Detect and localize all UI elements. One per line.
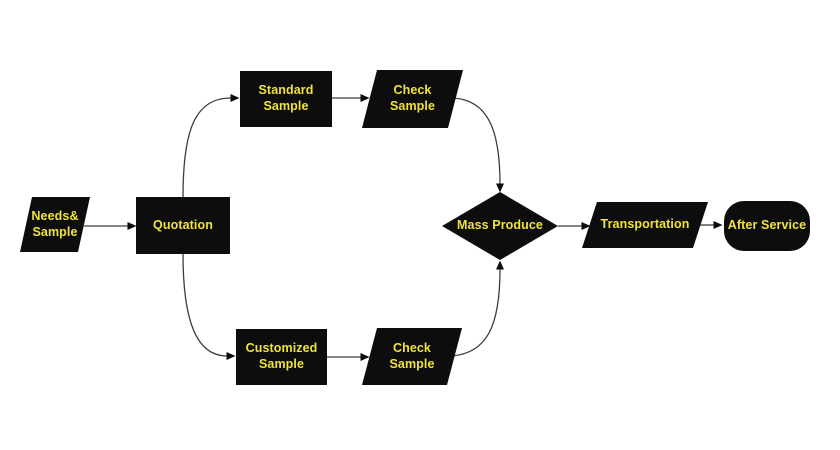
node-quotation: Quotation bbox=[136, 197, 230, 254]
edge-check-massproduce-bottom bbox=[451, 260, 504, 357]
edge-check-massproduce-top bbox=[452, 97, 504, 193]
edge-quotation-customized bbox=[182, 253, 236, 360]
node-check-sample-top: Check Sample bbox=[362, 70, 463, 128]
node-needs-sample: Needs& Sample bbox=[20, 197, 90, 252]
edge-quotation-standard bbox=[182, 94, 240, 198]
node-customized-sample: Customized Sample bbox=[236, 329, 327, 385]
node-transportation: Transportation bbox=[582, 202, 708, 248]
node-after-service: After Service bbox=[724, 201, 810, 251]
node-standard-sample: Standard Sample bbox=[240, 71, 332, 127]
node-check-sample-bottom: Check Sample bbox=[362, 328, 462, 385]
